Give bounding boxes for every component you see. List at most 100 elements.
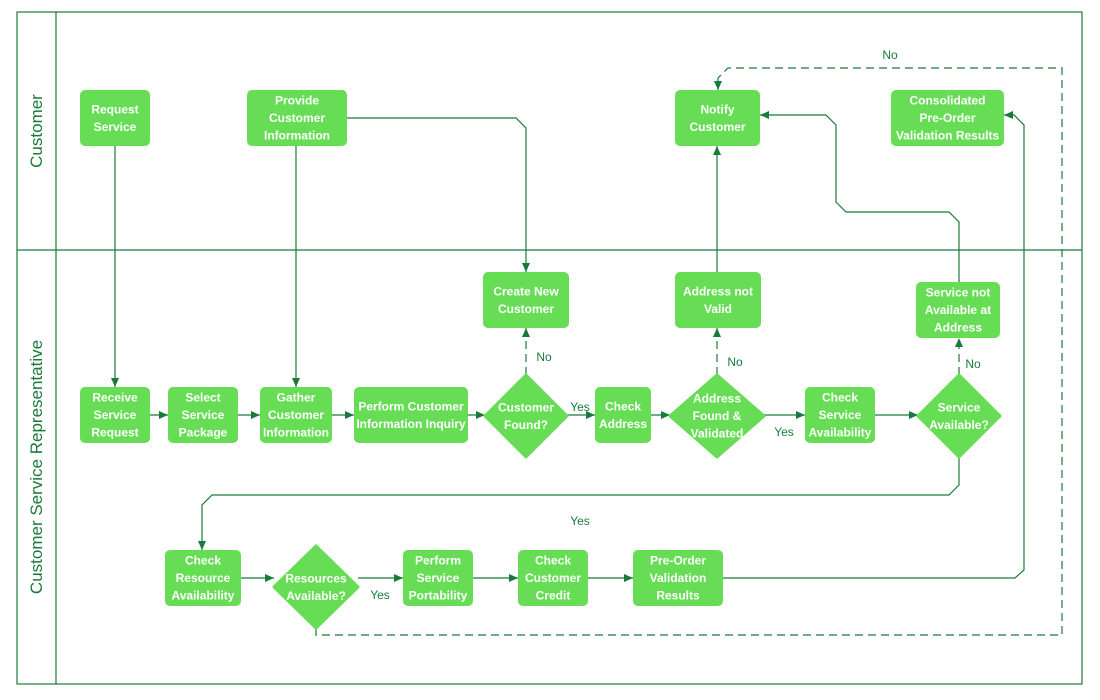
- process-box: [483, 272, 569, 328]
- node-text-line: Found?: [504, 418, 548, 432]
- node-text-line: Validation: [650, 571, 707, 585]
- node-text-line: Notify: [701, 102, 735, 116]
- node-text-line: Valid: [704, 302, 732, 316]
- node-text-line: Select: [185, 391, 220, 405]
- process-box: [168, 387, 238, 443]
- node-text-line: Customer: [689, 120, 745, 134]
- connector-resources-available-to-notify-customer: [315, 67, 1063, 636]
- node-text-line: Address not: [683, 284, 753, 298]
- node-text-line: Information Inquiry: [356, 417, 466, 431]
- lane-label-customer-service-representative: Customer Service Representative: [27, 340, 46, 594]
- node-text-line: Perform: [415, 554, 461, 568]
- process-box: [403, 550, 473, 606]
- node-text-line: Service not: [926, 286, 991, 300]
- node-text-line: Check: [605, 399, 641, 413]
- connector-service-not-available-to-notify-customer: [760, 111, 960, 282]
- swimlane-frame: [16, 11, 1083, 685]
- node-text-line: Available at: [925, 303, 991, 317]
- node-text-line: Package: [179, 426, 228, 440]
- node-text-line: Credit: [536, 589, 571, 603]
- node-text-line: Address: [599, 417, 647, 431]
- node-text-line: Check: [535, 554, 571, 568]
- process-box: [247, 90, 347, 146]
- decision-diamond: [916, 373, 1002, 459]
- node-text-line: Address: [934, 321, 982, 335]
- edge-label-yes: Yes: [570, 514, 590, 528]
- edge-label-no: No: [965, 357, 981, 371]
- node-text-line: Customer: [498, 302, 554, 316]
- node-text-line: Service: [94, 120, 137, 134]
- process-box: [633, 550, 723, 606]
- node-text-line: Available?: [286, 589, 346, 603]
- node-text-line: Provide: [275, 94, 319, 108]
- process-box: [675, 272, 761, 328]
- process-box: [916, 282, 1000, 338]
- decision-diamond: [668, 373, 766, 459]
- node-text-line: Create New: [493, 284, 559, 298]
- connector-pre-order-validation-results-to-consolidated-results: [723, 111, 1025, 579]
- process-box: [354, 387, 468, 443]
- node-text-line: Results: [656, 589, 700, 603]
- node-text-line: Resource: [176, 571, 231, 585]
- node-text-line: Availability: [809, 426, 872, 440]
- connector-provide-customer-information-to-create-new-customer: [347, 117, 530, 272]
- process-box: [260, 387, 332, 443]
- process-box: [518, 550, 588, 606]
- node-text-line: Available?: [929, 418, 989, 432]
- process-box: [165, 550, 241, 606]
- edge-label-yes: Yes: [570, 400, 590, 414]
- node-text-line: Customer: [525, 571, 581, 585]
- node-text-line: Information: [263, 426, 329, 440]
- node-text-line: Address: [693, 392, 741, 406]
- process-nodes: RequestServiceProvideCustomerInformation…: [80, 90, 1004, 630]
- node-text-line: Service: [417, 571, 460, 585]
- process-box: [80, 90, 150, 146]
- node-text-line: Service: [182, 408, 225, 422]
- edge-label-no: No: [727, 355, 743, 369]
- edge-label-no: No: [882, 48, 898, 62]
- node-text-line: Found &: [693, 409, 742, 423]
- node-text-line: Information: [264, 129, 330, 143]
- node-text-line: Receive: [92, 391, 138, 405]
- node-text-line: Perform Customer: [358, 399, 464, 413]
- node-text-line: Request: [91, 426, 138, 440]
- decision-diamond: [272, 544, 360, 630]
- node-text-line: Customer: [498, 400, 554, 414]
- edge-label-yes: Yes: [370, 588, 390, 602]
- process-box: [675, 90, 760, 146]
- node-text-line: Service: [819, 408, 862, 422]
- node-text-line: Service: [94, 408, 137, 422]
- process-box: [891, 90, 1004, 146]
- node-text-line: Request: [91, 102, 138, 116]
- lane-label-customer: Customer: [27, 94, 46, 168]
- node-text-line: Validated: [691, 427, 744, 441]
- connectors: [111, 67, 1063, 636]
- node-text-line: Portability: [409, 589, 468, 603]
- connector-service-available-to-check-resource-availability: [198, 457, 960, 550]
- edge-label-no: No: [536, 350, 552, 364]
- node-text-line: Pre-Order: [650, 554, 706, 568]
- node-text-line: Gather: [277, 391, 316, 405]
- node-text-line: Check: [822, 391, 858, 405]
- node-text-line: Consolidated: [909, 94, 985, 108]
